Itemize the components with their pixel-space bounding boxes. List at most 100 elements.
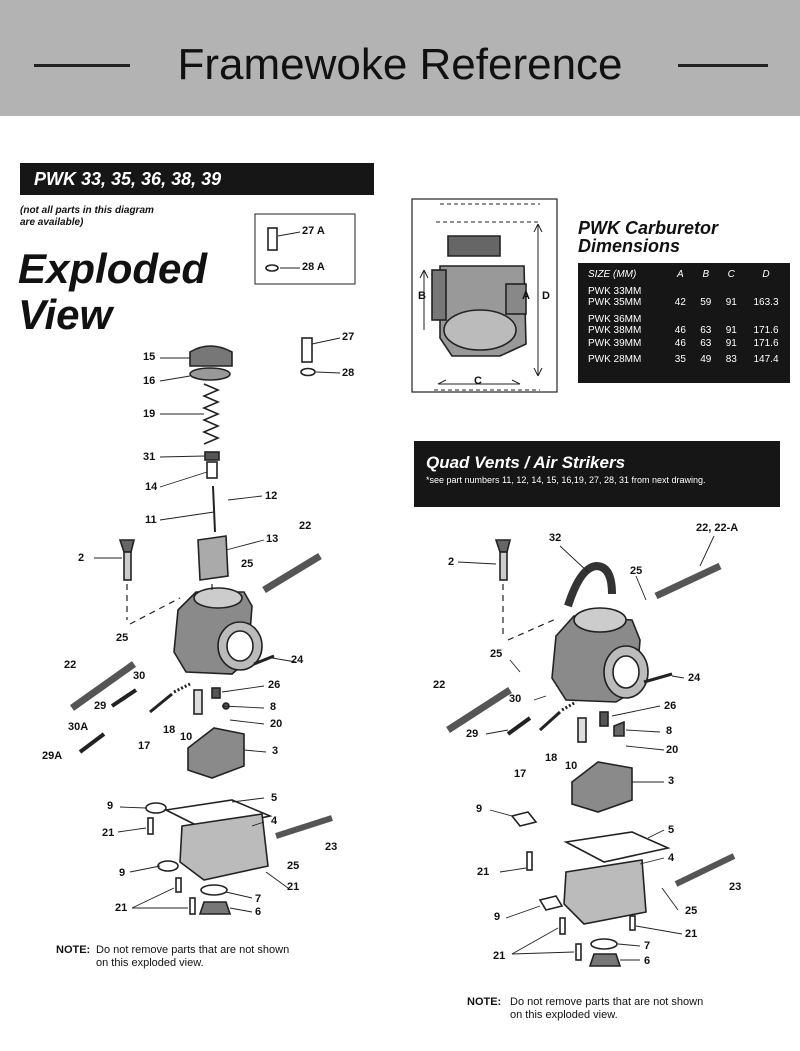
note-label: NOTE: <box>467 996 502 1008</box>
table-cell: 91 <box>725 297 737 308</box>
callout-2: 2 <box>78 552 85 564</box>
table-header: A <box>677 269 684 280</box>
callout-25: 25 <box>287 860 300 872</box>
callout-8: 8 <box>666 725 673 737</box>
callout-32: 32 <box>549 532 562 544</box>
callout-3: 3 <box>668 775 675 787</box>
dim-label-c: C <box>474 375 482 387</box>
callout-30: 30 <box>133 670 146 682</box>
table-row: PWK 28MM 35 49 83 147.4 <box>578 352 788 368</box>
availability-note-line: (not all parts in this diagram <box>20 205 154 216</box>
table-cell: 59 <box>700 297 712 308</box>
dimensions-title-line: PWK Carburetor <box>578 218 719 238</box>
callout-23: 23 <box>325 841 338 853</box>
callout-27: 27 <box>342 331 355 343</box>
callout-5: 5 <box>668 824 675 836</box>
callout-29: 29 <box>466 728 479 740</box>
banner-rule-left <box>34 64 130 67</box>
callout-20: 20 <box>270 718 283 730</box>
table-cell: 91 <box>725 325 737 336</box>
callout-12: 12 <box>265 490 278 502</box>
callout-15: 15 <box>143 351 156 363</box>
callout-25: 25 <box>685 905 698 917</box>
quad-vents-title: Quad Vents / Air Strikers <box>426 453 626 472</box>
table-cell: 147.4 <box>753 354 779 365</box>
callout-20: 20 <box>666 744 679 756</box>
callout-28a: 28 A <box>302 261 325 273</box>
table-row: PWK 36MM PWK 38MM 46 63 91 171.6 <box>578 308 788 336</box>
callout-4: 4 <box>271 815 278 827</box>
table-cell: 35 <box>674 354 686 365</box>
callout-25: 25 <box>241 558 254 570</box>
table-cell: 171.6 <box>753 325 779 336</box>
callout-14: 14 <box>145 481 158 493</box>
dim-label-b: B <box>418 290 426 302</box>
callout-21: 21 <box>477 866 490 878</box>
callout-21: 21 <box>287 881 300 893</box>
table-cell: 171.6 <box>753 338 779 349</box>
callout-22: 22 <box>299 520 312 532</box>
heading-line: View <box>18 291 113 338</box>
availability-note-line: are available) <box>20 217 84 228</box>
callout-30: 30 <box>509 693 522 705</box>
callout-25: 25 <box>490 648 503 660</box>
model-bar-text: PWK 33, 35, 36, 38, 39 <box>34 169 222 189</box>
note-text-line: Do not remove parts that are not shown <box>96 944 290 956</box>
note-text-line: on this exploded view. <box>96 957 204 969</box>
callout-21: 21 <box>493 950 506 962</box>
note-text-line: on this exploded view. <box>510 1009 618 1021</box>
callout-17: 17 <box>138 740 151 752</box>
size-line: PWK 36MM <box>588 314 642 325</box>
header-banner <box>0 0 800 116</box>
table-cell: 163.3 <box>753 297 779 308</box>
callout-7: 7 <box>255 893 262 905</box>
callout-9: 9 <box>494 911 501 923</box>
callout-22-22a: 22, 22-A <box>696 522 739 534</box>
dim-label-d: D <box>542 290 550 302</box>
page-title: Framewoke Reference <box>177 40 623 89</box>
callout-24: 24 <box>688 672 701 684</box>
table-cell: 46 <box>674 338 686 349</box>
table-cell: 83 <box>725 354 737 365</box>
table-header: D <box>762 269 770 280</box>
callout-26: 26 <box>268 679 281 691</box>
callout-29: 29 <box>94 700 107 712</box>
availability-note: (not all parts in this diagram are avail… <box>20 205 154 229</box>
table-cell-size: PWK 36MM PWK 38MM <box>578 308 668 336</box>
callout-10: 10 <box>180 731 193 743</box>
dimensions-title: PWK Carburetor Dimensions <box>578 219 718 255</box>
callout-25: 25 <box>116 632 129 644</box>
callout-31: 31 <box>143 451 156 463</box>
model-bar: PWK 33, 35, 36, 38, 39 <box>20 163 374 195</box>
table-row: PWK 33MM PWK 35MM 42 59 91 163.3 <box>578 280 788 308</box>
callout-24: 24 <box>291 654 304 666</box>
callout-29a: 29A <box>42 750 63 762</box>
note-text-line: Do not remove parts that are not shown <box>510 996 704 1008</box>
callout-25: 25 <box>630 565 643 577</box>
table-cell-size: PWK 33MM PWK 35MM <box>578 280 668 308</box>
table-cell: 42 <box>674 297 686 308</box>
callout-8: 8 <box>270 701 277 713</box>
table-header-row: SIZE (MM) A B C D <box>578 269 788 280</box>
dimensions-table: SIZE (MM) A B C D PWK 33MM PWK 35MM 42 5… <box>578 263 790 383</box>
callout-6: 6 <box>644 955 651 967</box>
callout-27a: 27 A <box>302 225 325 237</box>
callout-26: 26 <box>664 700 677 712</box>
table-cell-size: PWK 39MM <box>588 338 642 349</box>
table-row: PWK 39MM 46 63 91 171.6 <box>578 336 788 352</box>
table-cell: 46 <box>674 325 686 336</box>
callout-10: 10 <box>565 760 578 772</box>
exploded-view-heading: Exploded View <box>18 246 207 338</box>
table-header: C <box>727 269 735 280</box>
quad-vents-subtitle: *see part numbers 11, 12, 14, 15, 16,19,… <box>426 475 706 485</box>
callout-18: 18 <box>163 724 176 736</box>
table-cell: 63 <box>700 325 712 336</box>
dim-label-a: A <box>522 290 530 302</box>
table-header: B <box>702 269 710 280</box>
banner-rule-right <box>678 64 768 67</box>
callout-30a: 30A <box>68 721 89 733</box>
table-cell: 49 <box>700 354 712 365</box>
callout-21: 21 <box>685 928 698 940</box>
callout-9: 9 <box>107 800 114 812</box>
table-cell: 63 <box>700 338 712 349</box>
